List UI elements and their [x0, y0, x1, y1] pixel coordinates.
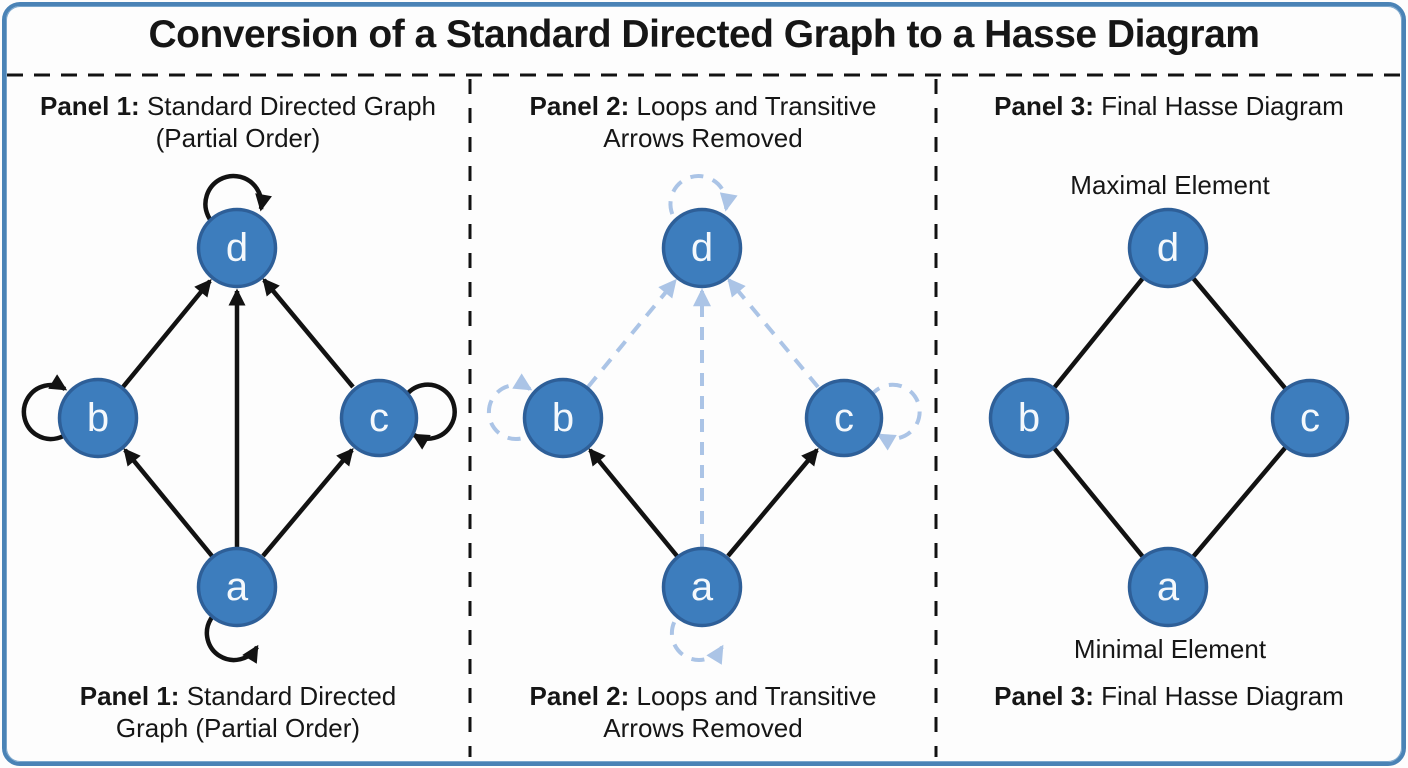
panel-1-graph: d b c a: [21, 173, 457, 664]
self-loop-b: [21, 374, 76, 442]
node-b: [522, 377, 604, 459]
edge-d-c: [1191, 276, 1287, 390]
node-a: [196, 546, 278, 628]
node-a-label: a: [226, 565, 249, 609]
panel-3-footer: Panel 3: Final Hasse Diagram: [936, 680, 1402, 712]
removed-arrow-c-to-d: [727, 277, 820, 389]
panel-3-header-prefix: Panel 3:: [994, 91, 1094, 121]
panel-2: Panel 2: Loops and Transitive Arrows Rem…: [470, 0, 936, 768]
panel-3: Panel 3: Final Hasse Diagram d b c a Max…: [936, 0, 1402, 768]
panel-2-footer: Panel 2: Loops and Transitive Arrows Rem…: [470, 680, 936, 744]
node-a-label: a: [691, 565, 714, 609]
panel-1-footer-text: Standard Directed: [186, 681, 397, 711]
arrow-a-to-b: [123, 448, 214, 558]
node-b: [988, 377, 1070, 459]
panel-2-header-text: Loops and Transitive: [636, 91, 877, 121]
panel-1-header-prefix: Panel 1:: [40, 91, 140, 121]
node-b-label: b: [552, 396, 574, 440]
node-c: [804, 378, 884, 458]
panel-1-header-text-line2: (Partial Order): [155, 123, 321, 153]
node-d-label: d: [226, 226, 248, 270]
panel-3-footer-text: Final Hasse Diagram: [1101, 681, 1344, 711]
panel-1-footer: Panel 1: Standard Directed Graph (Partia…: [6, 680, 470, 744]
node-a: [661, 546, 743, 628]
node-d: [196, 207, 278, 289]
node-d-label: d: [1157, 226, 1179, 270]
panel-2-header: Panel 2: Loops and Transitive Arrows Rem…: [470, 90, 936, 154]
node-a-label: a: [1157, 565, 1180, 609]
arrow-b-to-d: [121, 279, 212, 389]
panel-3-graph: d b c a Maximal Element Minimal Element: [988, 170, 1350, 664]
panel-1-header-text: Standard Directed Graph: [146, 91, 436, 121]
edge-b-a: [1052, 446, 1145, 559]
arrow-c-to-d: [262, 278, 355, 389]
panel-3-header-text: Final Hasse Diagram: [1101, 91, 1344, 121]
node-c-label: c: [834, 396, 854, 440]
arrow-a-to-b: [588, 448, 679, 558]
panel-2-footer-text-line2: Arrows Removed: [603, 713, 803, 743]
panel-1-header: Panel 1: Standard Directed Graph (Partia…: [6, 90, 470, 154]
edge-d-b: [1052, 276, 1145, 390]
minimal-element-label: Minimal Element: [1074, 634, 1267, 664]
page-title: Conversion of a Standard Directed Graph …: [148, 13, 1260, 56]
panel-2-graph: d b c a: [486, 174, 922, 665]
node-d-label: d: [691, 226, 713, 270]
panel-2-header-text-line2: Arrows Removed: [603, 123, 803, 153]
panel-1: Panel 1: Standard Directed Graph (Partia…: [6, 0, 470, 768]
node-b-label: b: [87, 396, 109, 440]
node-c-label: c: [1300, 396, 1320, 440]
node-b: [57, 377, 139, 459]
node-c: [339, 378, 419, 458]
node-c-label: c: [369, 396, 389, 440]
panel-3-header: Panel 3: Final Hasse Diagram: [936, 90, 1402, 122]
node-c: [1270, 378, 1350, 458]
arrow-a-to-c: [726, 448, 819, 558]
maximal-element-label: Maximal Element: [1070, 170, 1270, 200]
node-b-label: b: [1018, 396, 1040, 440]
node-d: [661, 207, 743, 289]
panel-1-footer-prefix: Panel 1:: [79, 681, 180, 711]
removed-arrow-b-to-d: [586, 278, 677, 389]
self-loop-c: [403, 382, 457, 450]
edge-c-a: [1191, 446, 1287, 559]
panel-2-footer-text: Loops and Transitive: [636, 681, 877, 711]
panel-2-footer-prefix: Panel 2:: [529, 681, 630, 711]
arrow-a-to-c: [261, 448, 354, 558]
node-a: [1127, 546, 1209, 628]
self-loop-d: [203, 173, 272, 233]
panel-3-footer-prefix: Panel 3:: [994, 681, 1094, 711]
node-d: [1127, 207, 1209, 289]
panel-2-header-prefix: Panel 2:: [529, 91, 630, 121]
panel-1-footer-text-line2: Graph (Partial Order): [115, 713, 361, 743]
